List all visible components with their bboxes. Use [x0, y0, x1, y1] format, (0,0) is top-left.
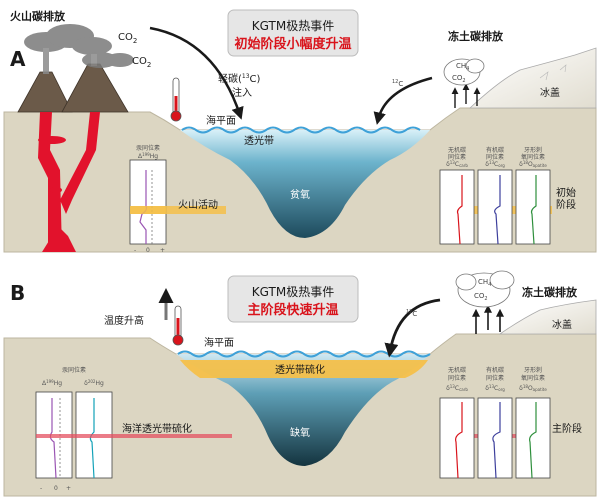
carb-title-b1: 无机碳: [448, 366, 466, 374]
marine-euxinia-label: 海洋透光带硫化: [122, 422, 192, 435]
light-carbon-arrow: [149, 26, 244, 120]
axis-plus-b: +: [66, 485, 71, 492]
magma-base-a: [42, 228, 76, 252]
org-plot-a: [477, 169, 513, 245]
cloud-ch4-b: CH4: [478, 278, 491, 288]
volcano-left-a: [17, 71, 73, 113]
emission-arrows-b: [472, 304, 504, 334]
org-title-a2: 同位素: [486, 153, 504, 161]
ox-title-b1: 牙形刺: [524, 366, 542, 374]
volcanic-activity-label: 火山活动: [178, 199, 218, 211]
thermometer-b-icon: [172, 305, 184, 346]
title-box-b: [227, 275, 359, 323]
hg-plot-a: [129, 159, 167, 245]
permafrost-arrow-a: [373, 76, 433, 125]
c12-b: 12C: [406, 309, 417, 318]
hg-sym-b2: δ202Hg: [84, 379, 104, 387]
permafrost-label-b: 冻土碳排放: [522, 285, 578, 299]
photic-zone-a: 透光带: [244, 134, 274, 147]
stage-label-b: 主阶段: [552, 422, 582, 435]
hg-sym-b1: Δ199Hg: [42, 379, 62, 387]
panel-b: [3, 270, 597, 497]
carb-title-b2: 同位素: [448, 374, 466, 382]
cloud-ch4-a: CH4: [456, 62, 469, 72]
ox-sym-b: δ18Oapatite: [519, 384, 547, 392]
org-sym-b: δ13Corg: [485, 384, 505, 392]
ox-title-b2: 氧同位素: [521, 374, 545, 382]
volcano-label: 火山碳排放: [10, 9, 66, 23]
c12-a: 12C: [392, 79, 403, 88]
carb-title-a1: 无机碳: [448, 146, 466, 154]
permafrost-cloud-a: [443, 58, 485, 86]
ice-texture-a: [539, 64, 567, 81]
axis-zero-b: 0: [54, 485, 58, 492]
carb-plot-b: [439, 397, 475, 479]
axis-zero-a: 0: [146, 247, 150, 254]
co2-label-2: CO2: [132, 56, 151, 69]
magma-chamber-a2: [50, 187, 62, 193]
carb-title-a2: 同位素: [448, 153, 466, 161]
warming-label: 温度升高: [104, 314, 144, 327]
ox-plot-a: [515, 169, 551, 245]
sea-level-b: 海平面: [204, 336, 234, 349]
sea-level-a: 海平面: [206, 114, 236, 127]
carb-sym-a: δ13Ccarb: [446, 160, 468, 168]
hg-sym-a: Δ199Hg: [138, 152, 158, 160]
stage-label-a1: 初始: [556, 186, 576, 199]
ice-label-a: 冰盖: [540, 86, 560, 99]
smoke-a: [24, 24, 134, 74]
stage-label-a2: 阶段: [556, 198, 576, 211]
axis-minus-a: -: [134, 247, 136, 254]
panel-letter-a: A: [10, 47, 26, 71]
title-b-line1: KGTM极热事件: [252, 285, 334, 299]
magma-a: [38, 112, 100, 252]
ocean-b: [176, 354, 430, 466]
cloud-co2-b: CO2: [474, 292, 488, 302]
emission-arrows-a: [451, 83, 481, 108]
ox-plot-b: [515, 397, 551, 479]
co2-label-1: CO2: [118, 32, 137, 45]
panel-a: [3, 9, 597, 253]
axis-plus-a: +: [160, 247, 165, 254]
ocean-label-a: 贫氧: [290, 188, 310, 201]
axis-minus-b: -: [40, 485, 42, 492]
permafrost-arrow-b: [384, 298, 441, 358]
permafrost-label-a: 冻土碳排放: [448, 29, 504, 43]
thermometer-icon: [170, 77, 182, 122]
ice-mountain-a: [468, 47, 597, 109]
carb-plot-a: [439, 169, 475, 245]
title-box-a: [227, 9, 359, 57]
org-title-b1: 有机碳: [486, 366, 504, 374]
title-a-line2: 初始阶段小幅度升温: [234, 36, 351, 52]
title-b-line2: 主阶段快速升温: [247, 302, 338, 318]
hg-title-b: 汞同位素: [62, 366, 86, 374]
panel-letter-b: B: [10, 281, 25, 305]
photic-band-b: [180, 360, 428, 378]
cloud-co2-a: CO2: [452, 74, 466, 84]
org-plot-b: [477, 397, 513, 479]
carb-sym-b: δ13Ccarb: [446, 384, 468, 392]
ocean-a: [180, 130, 430, 238]
org-title-b2: 同位素: [486, 374, 504, 382]
highlight-band-a-left: [130, 206, 226, 214]
photic-zone-b: 透光带硫化: [275, 363, 325, 376]
title-a-line1: KGTM极热事件: [252, 19, 334, 33]
org-title-a1: 有机碳: [486, 146, 504, 154]
ocean-label-b: 缺氧: [290, 426, 310, 439]
light-carbon-label: 轻碳(13C): [218, 72, 261, 85]
hg-title-a: 汞同位素: [136, 144, 160, 152]
ox-title-a2: 氧同位素: [521, 153, 545, 161]
permafrost-cloud-b: [455, 270, 515, 308]
ox-title-a1: 牙形刺: [524, 146, 542, 154]
ox-sym-a: δ18Oapatite: [519, 160, 547, 168]
light-carbon-inject: 注入: [232, 86, 252, 99]
highlight-band-b-left: [36, 434, 232, 438]
org-sym-a: δ13Corg: [485, 160, 505, 168]
ice-label-b: 冰盖: [552, 318, 572, 331]
volcano-right-a: [61, 63, 129, 113]
waves-a: [181, 126, 421, 134]
ice-mountain-b: [498, 299, 597, 335]
magma-chamber-a1: [38, 136, 66, 144]
